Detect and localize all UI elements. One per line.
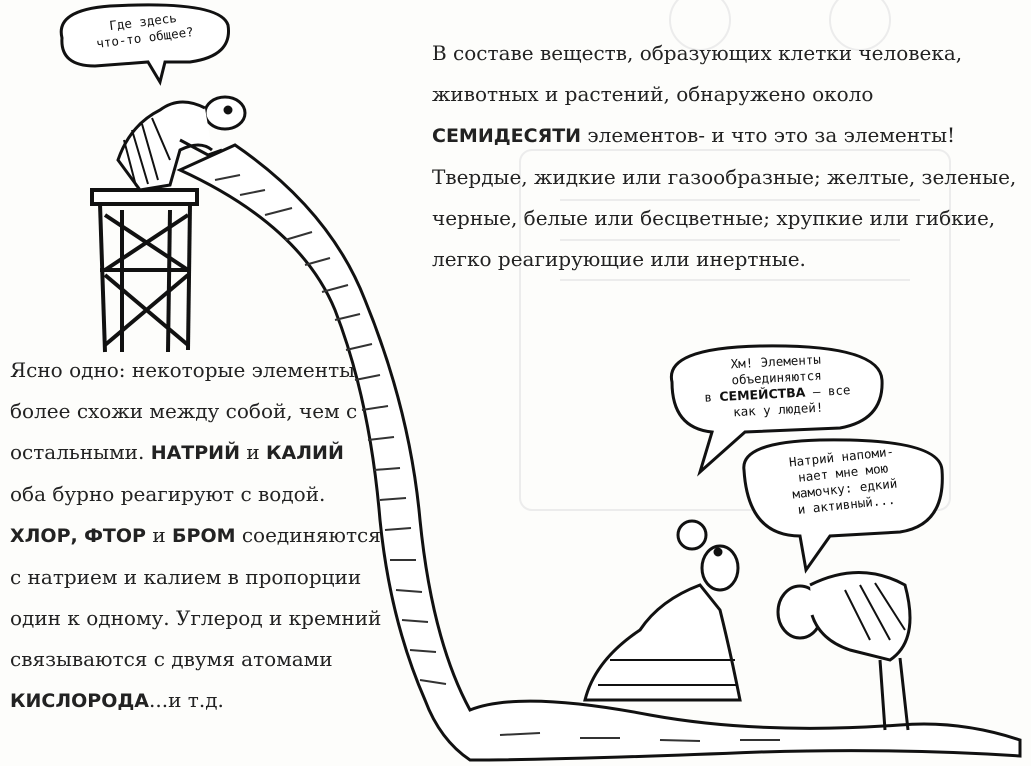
background-sketch <box>519 0 951 511</box>
old-man-figure <box>776 571 912 731</box>
tower <box>90 188 199 353</box>
tower-man <box>116 95 247 192</box>
speech-bubble-man <box>742 438 944 574</box>
families-paragraph: Ясно одно: некоторые элементы более схож… <box>10 358 382 712</box>
intro-paragraph: В составе веществ, образующих клетки чел… <box>432 41 1017 271</box>
paper-scroll <box>176 143 1022 762</box>
woman-figure <box>583 519 742 702</box>
speech-bubble-woman <box>669 344 884 477</box>
speech-bubble-tower <box>59 3 231 86</box>
